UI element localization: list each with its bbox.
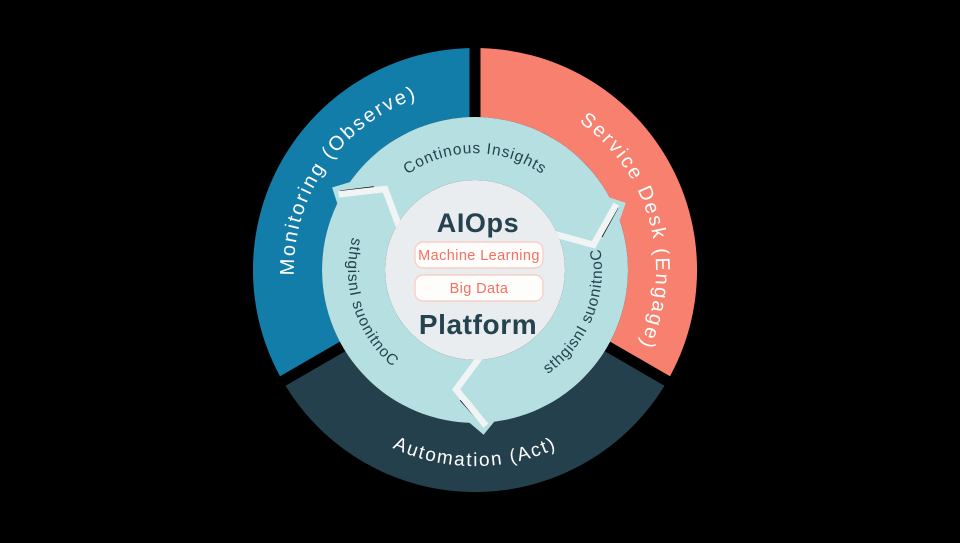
cycle-arrow-junction-upper-right [552, 196, 626, 249]
center-circle [385, 180, 565, 360]
segment-service-desk [475, 47, 698, 381]
segment-monitoring [252, 47, 475, 381]
outer-ring [252, 42, 698, 493]
capability-label-big-data: Big Data [450, 281, 509, 297]
capability-label-machine-learning: Machine Learning [418, 248, 540, 264]
arrow-tip-icon [467, 419, 496, 435]
center-title-top: AIOps [437, 208, 520, 238]
segment-gap-left [274, 340, 347, 389]
inner-ring [322, 117, 628, 435]
chevron-gap-icon [552, 202, 620, 249]
capability-box-machine-learning: Machine Learning [414, 241, 544, 269]
cycle-arrow-junction-upper-left [332, 181, 403, 230]
chevron-gap-icon [338, 185, 403, 230]
chevron-gap-icon [451, 353, 489, 428]
capability-box [415, 242, 543, 268]
capability-box-border [414, 274, 544, 302]
cycle-arrow-junction-bottom [451, 353, 496, 435]
capability-box-border [414, 241, 544, 269]
capability-box-big-data: Big Data [414, 274, 544, 302]
capability-box [415, 275, 543, 301]
inner-ring-donut [322, 117, 628, 423]
center-content: AIOps Machine Learning Big Data Platform [414, 208, 544, 340]
segment-automation [282, 346, 668, 493]
segment-gap-right [603, 340, 676, 389]
center-title-bottom: Platform [419, 309, 537, 340]
